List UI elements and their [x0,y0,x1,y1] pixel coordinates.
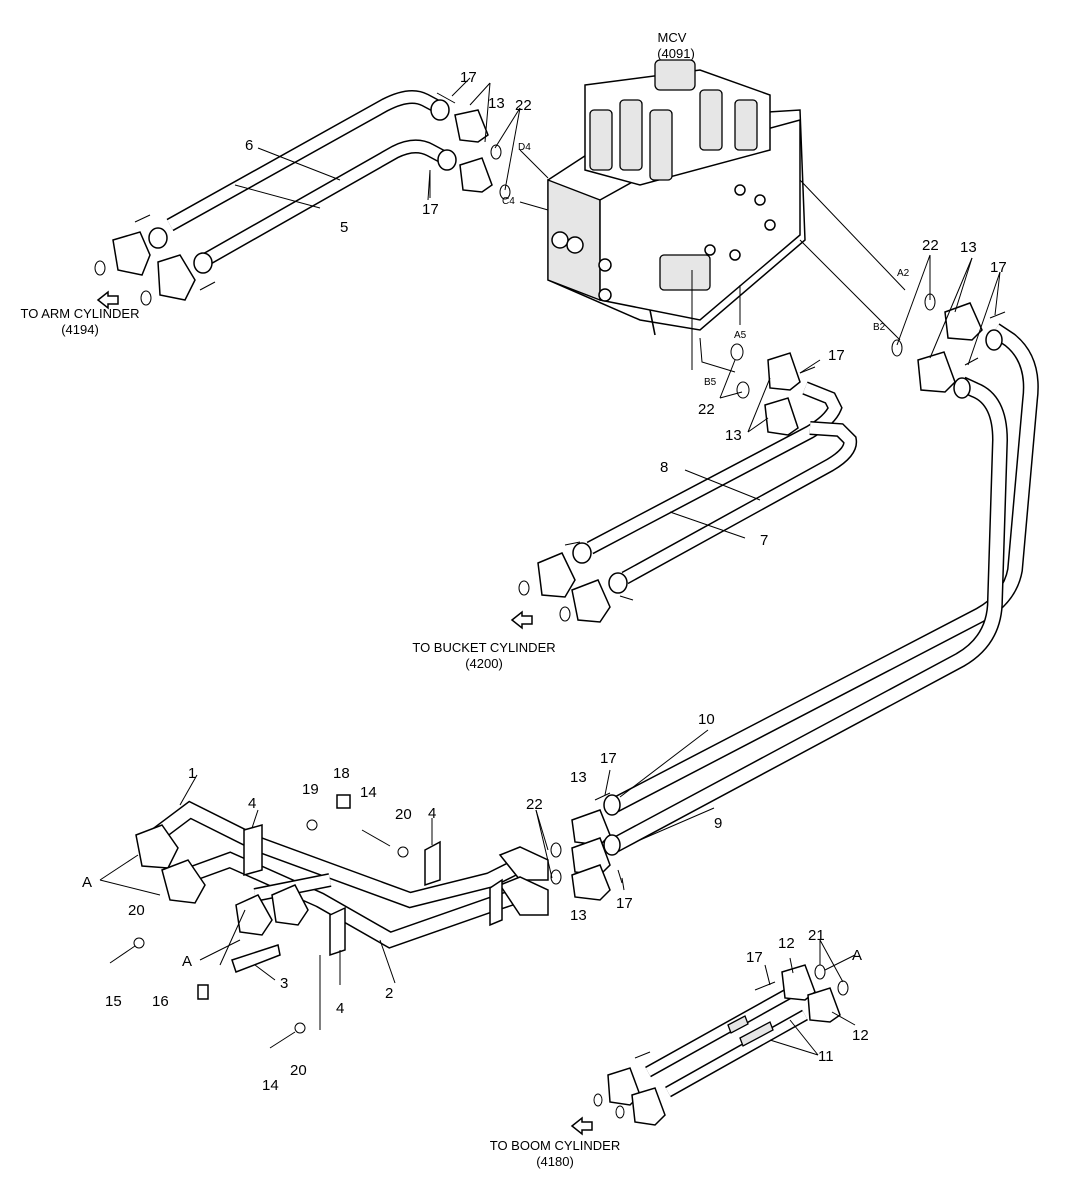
ref-9: 9 [714,815,722,832]
ref-17: 17 [990,259,1007,276]
ref-4: 4 [248,795,256,812]
port-b5: B5 [704,377,717,388]
ref-13: 13 [488,95,505,112]
ref-22: 22 [698,401,715,418]
bucket-destination-ref: (4200) [465,656,503,671]
ref-20: 20 [128,902,145,919]
leader-lines [99,77,1001,1056]
ref-16: 16 [152,993,169,1010]
ref-11: 11 [818,1048,834,1065]
ref-5: 5 [340,219,348,236]
ref-13: 13 [570,907,587,924]
bucket-destination-label: TO BUCKET CYLINDER [412,640,555,655]
ref-22: 22 [515,97,532,114]
ref-13: 13 [570,769,587,786]
ref-18: 18 [333,765,350,782]
boom-pipes [109,792,623,1049]
ref-17: 17 [828,347,845,364]
arm-destination-ref: (4194) [61,322,99,337]
ref-12: 12 [852,1027,869,1044]
ref-13: 13 [725,427,742,444]
ref-14: 14 [262,1077,279,1094]
boom-destination-ref: (4180) [536,1154,574,1169]
boom-short-hoses [593,964,849,1126]
port-b2: B2 [873,322,886,333]
boom-direction-arrow-icon [570,1116,593,1136]
ref-4: 4 [336,1000,344,1017]
ref-22: 22 [526,796,543,813]
arm-destination-label: TO ARM CYLINDER [21,306,140,321]
mcv-ref: (4091) [657,46,695,61]
arm-hoses [94,89,511,306]
ref-6: 6 [245,137,253,154]
ref-8: 8 [660,459,668,476]
ref-7: 7 [760,532,768,549]
ref-17: 17 [600,750,617,767]
ref-4: 4 [428,805,436,822]
ref-3: 3 [280,975,288,992]
bucket-direction-arrow-icon [510,610,533,630]
ref-1: 1 [188,765,196,782]
ref-17: 17 [422,201,439,218]
ref-a: A [182,953,192,970]
mcv-title: MCV [658,30,687,45]
port-a2: A2 [897,268,910,279]
ref-10: 10 [698,711,715,728]
boom-long-hoses [611,293,1039,853]
mcv-valve-block [547,59,806,336]
ref-22: 22 [922,237,939,254]
ref-21: 21 [808,927,825,944]
ref-17: 17 [460,69,477,86]
bucket-hoses [518,343,858,623]
port-d4: D4 [518,142,531,153]
ref-19: 19 [302,781,319,798]
ref-2: 2 [385,985,393,1002]
ref-20: 20 [395,806,412,823]
boom-destination-label: TO BOOM CYLINDER [490,1138,621,1153]
ref-a: A [82,874,92,891]
ref-13: 13 [960,239,977,256]
port-c4: C4 [502,196,515,207]
ref-a: A [852,947,862,964]
port-a5: A5 [734,330,747,341]
ref-15: 15 [105,993,122,1010]
arm-direction-arrow-icon [96,290,119,310]
ref-20: 20 [290,1062,307,1079]
ref-17: 17 [616,895,633,912]
ref-17: 17 [746,949,763,966]
ref-12: 12 [778,935,795,952]
ref-14: 14 [360,784,377,801]
